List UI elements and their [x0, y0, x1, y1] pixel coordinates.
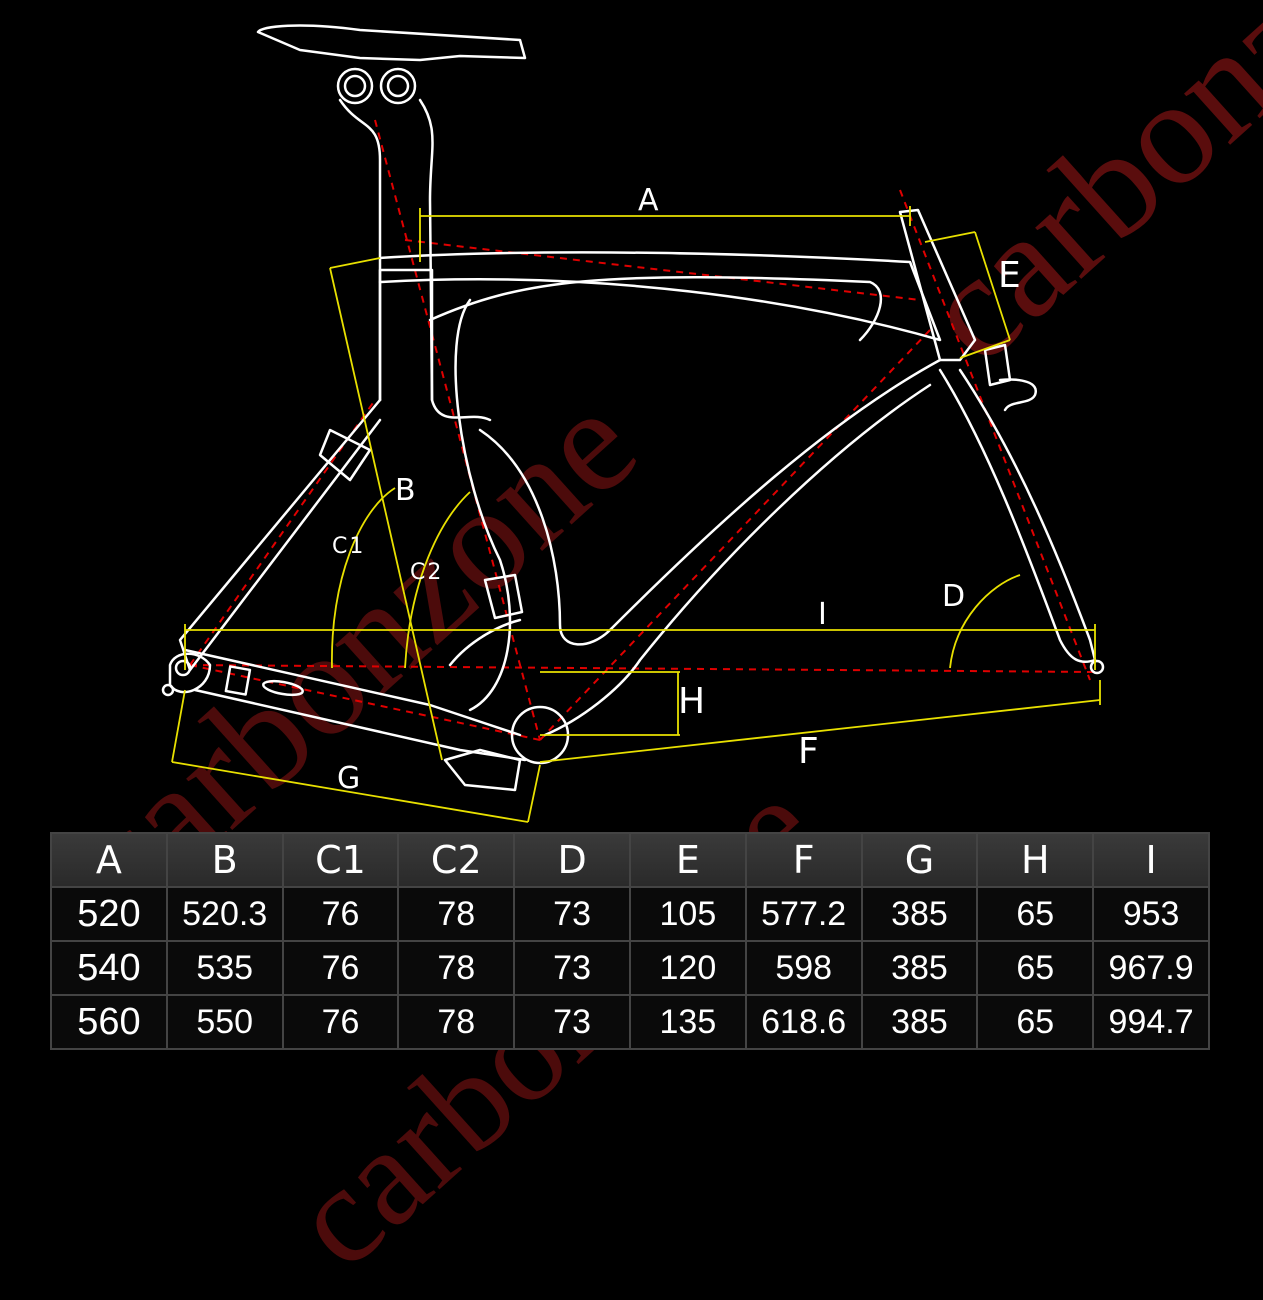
- table-header-row: A B C1 C2 D E F G H I: [50, 832, 1210, 888]
- label-d: D: [942, 579, 966, 614]
- table-cell: 967.9: [1092, 940, 1210, 996]
- dimension-lines: [171, 206, 1101, 823]
- head-tube: [898, 208, 977, 362]
- head-tube-centerline: [899, 189, 1091, 681]
- saddle: [256, 24, 527, 62]
- front-dropout: [1089, 659, 1105, 675]
- watermark-upper: carbonzone: [891, 0, 1263, 395]
- table-cell: 598: [744, 940, 863, 996]
- top-tube-centerline: [404, 239, 921, 301]
- table-cell: 135: [628, 994, 747, 1050]
- table-cell: 65: [976, 886, 1095, 942]
- table-cell: 76: [281, 994, 400, 1050]
- table-cell: 535: [165, 940, 284, 996]
- table-cell: 73: [513, 994, 631, 1050]
- table-cell: 540: [50, 940, 168, 996]
- table-cell: 73: [513, 940, 631, 996]
- header-b: B: [165, 832, 284, 888]
- seatpost-clamp-right: [379, 67, 417, 105]
- watermark-text: carbonzone: [891, 0, 1263, 395]
- table-cell: 618.6: [744, 994, 863, 1050]
- label-b: B: [395, 473, 416, 508]
- frame-geometry-diagram: carbonzone: [161, 0, 1263, 823]
- seat-tube-centerline: [374, 119, 541, 741]
- dim-c1-arc: [331, 487, 396, 669]
- top-tube: [378, 251, 942, 342]
- dim-c2-arc: [404, 491, 471, 669]
- header-c2: C2: [397, 832, 516, 888]
- seat-stay-centerline: [189, 399, 376, 666]
- table-cell: 577.2: [744, 886, 863, 942]
- header-e: E: [628, 832, 747, 888]
- table-cell: 520.3: [165, 886, 284, 942]
- header-c1: C1: [281, 832, 400, 888]
- header-f: F: [744, 832, 863, 888]
- table-cell: 78: [397, 994, 516, 1050]
- table-cell: 65: [976, 940, 1095, 996]
- down-tube-centerline: [539, 329, 931, 741]
- dim-b-line: [329, 267, 443, 761]
- table-cell: 994.7: [1092, 994, 1210, 1050]
- dim-f-line: [539, 699, 1101, 763]
- table-cell: 65: [976, 994, 1095, 1050]
- table-cell: 105: [628, 886, 747, 942]
- table-cell: 385: [860, 940, 979, 996]
- wheel-axle-line: [189, 664, 1096, 673]
- header-g: G: [860, 832, 979, 888]
- table-row: 540 535 76 78 73 120 598 385 65 967.9: [50, 940, 1210, 996]
- table-cell: 520: [50, 886, 168, 942]
- table-cell: 560: [50, 994, 168, 1050]
- label-a: A: [638, 183, 659, 218]
- table-cell: 550: [165, 994, 284, 1050]
- table-cell: 73: [513, 886, 631, 942]
- aero-seat-tube-cutout: [454, 298, 512, 712]
- seat-tube: [378, 268, 492, 422]
- dim-e-line: [974, 231, 1011, 341]
- seatpost: [338, 98, 382, 402]
- dim-g-line: [171, 761, 529, 823]
- rear-dropout: [168, 652, 212, 694]
- header-a: A: [50, 832, 168, 888]
- table-row: 560 550 76 78 73 135 618.6 385 65 994.7: [50, 994, 1210, 1050]
- table-row: 520 520.3 76 78 73 105 577.2 385 65 953: [50, 886, 1210, 942]
- geometry-table: A B C1 C2 D E F G H I 520 520.3 76 78 73…: [50, 832, 1210, 1050]
- table-cell: 78: [397, 886, 516, 942]
- label-i: I: [818, 597, 827, 632]
- header-d: D: [513, 832, 631, 888]
- table-cell: 385: [860, 994, 979, 1050]
- seatpost-clamp-left: [336, 67, 374, 105]
- label-c2: C2: [410, 560, 444, 585]
- label-g: G: [337, 761, 361, 796]
- seat-stay-bridge: [318, 428, 372, 482]
- label-c1: C1: [332, 534, 366, 559]
- label-e: E: [998, 255, 1021, 296]
- front-derailleur: [483, 573, 524, 620]
- table-cell: 953: [1092, 886, 1210, 942]
- table-cell: 76: [281, 886, 400, 942]
- table-cell: 76: [281, 940, 400, 996]
- header-i: I: [1092, 832, 1210, 888]
- fork: [938, 368, 1097, 664]
- table-cell: 385: [860, 886, 979, 942]
- dim-d-arc: [949, 574, 1021, 669]
- table-cell: 78: [397, 940, 516, 996]
- rear-brake: [443, 748, 522, 792]
- down-tube: [478, 358, 942, 646]
- bike-frame: [161, 24, 1105, 792]
- label-f: F: [798, 731, 819, 772]
- label-h: H: [678, 681, 706, 722]
- header-h: H: [976, 832, 1095, 888]
- table-cell: 120: [628, 940, 747, 996]
